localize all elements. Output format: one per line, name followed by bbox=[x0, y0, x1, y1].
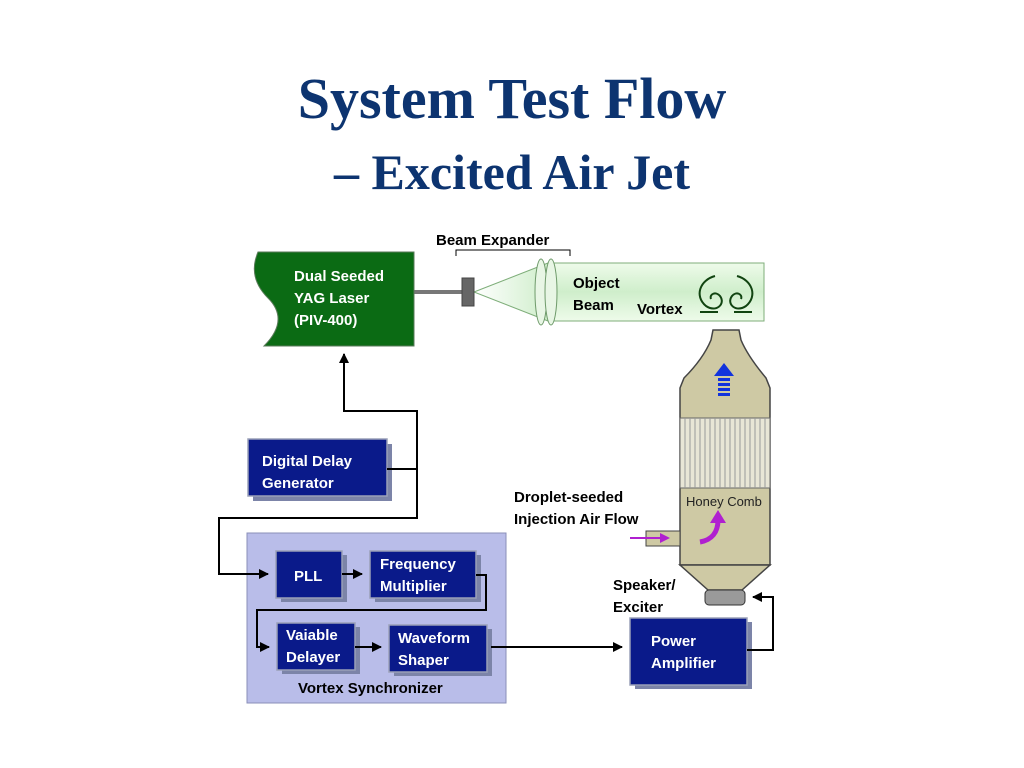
object-beam-label-1: Object bbox=[573, 275, 620, 292]
honey-comb-label: Honey Comb bbox=[686, 494, 762, 509]
digital-delay-generator-box bbox=[247, 438, 388, 497]
waveform-label-2: Shaper bbox=[398, 652, 449, 669]
frequency-multiplier-box bbox=[369, 550, 477, 599]
waveform-label-1: Waveform bbox=[398, 630, 470, 647]
freq-mult-label-1: Frequency bbox=[380, 556, 457, 573]
droplet-label-2: Injection Air Flow bbox=[514, 511, 639, 528]
laser-label-3: (PIV-400) bbox=[294, 312, 357, 329]
swirl-up-arrow-head bbox=[710, 510, 726, 523]
power-amp-label-1: Power bbox=[651, 633, 696, 650]
wire-delay-to-laser bbox=[339, 353, 418, 470]
object-beam-label-2: Beam bbox=[573, 297, 614, 314]
power-amp-label-2: Amplifier bbox=[651, 655, 716, 672]
beam-expander-bracket bbox=[455, 249, 571, 256]
delay-label-1: Digital Delay bbox=[262, 453, 353, 470]
waveform-shaper-box bbox=[388, 624, 488, 673]
vortex-label: Vortex bbox=[637, 301, 683, 318]
speaker-label-2: Exciter bbox=[613, 599, 663, 616]
expander-mount bbox=[461, 277, 475, 307]
object-beam-tube bbox=[547, 262, 765, 322]
pll-label: PLL bbox=[294, 568, 322, 585]
speaker-label-1: Speaker/ bbox=[613, 577, 676, 594]
variable-delayer-box bbox=[276, 622, 356, 671]
injection-arrow-head bbox=[660, 533, 670, 543]
delay-label-2: Generator bbox=[262, 475, 334, 492]
vortex-synchronizer-label: Vortex Synchronizer bbox=[298, 680, 443, 697]
lens-icon bbox=[544, 258, 558, 326]
var-delayer-label-1: Vaiable bbox=[286, 627, 338, 644]
laser-label-2: YAG Laser bbox=[294, 290, 369, 307]
laser-label-1: Dual Seeded bbox=[294, 268, 384, 285]
laser-block bbox=[253, 251, 415, 347]
honeycomb-grid bbox=[684, 418, 766, 488]
droplet-label-1: Droplet-seeded bbox=[514, 489, 623, 506]
page-title: System Test Flow bbox=[297, 66, 727, 131]
page-subtitle: – Excited Air Jet bbox=[334, 144, 690, 200]
chamber-taper bbox=[678, 564, 772, 591]
wire-delay-to-pll bbox=[218, 469, 418, 579]
power-amplifier-box bbox=[629, 617, 748, 686]
beam-expander-label: Beam Expander bbox=[436, 232, 550, 249]
vortex-icon bbox=[698, 275, 754, 313]
flow-up-arrow-icon bbox=[714, 363, 734, 396]
wire-multiplier-to-delayer bbox=[256, 574, 487, 652]
speaker-icon bbox=[704, 589, 746, 606]
var-delayer-label-2: Delayer bbox=[286, 649, 340, 666]
freq-mult-label-2: Multiplier bbox=[380, 578, 447, 595]
wire-amplifier-to-speaker bbox=[747, 592, 774, 651]
